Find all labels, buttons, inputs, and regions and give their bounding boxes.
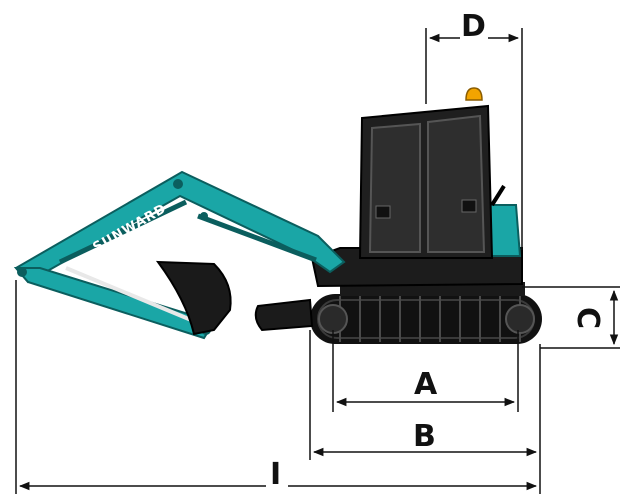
operator-cab bbox=[358, 104, 494, 259]
dimension-D-label: D bbox=[461, 9, 486, 44]
dimension-I-label: I bbox=[270, 457, 281, 492]
dimension-B-label: B bbox=[413, 419, 436, 454]
dimension-A-label: A bbox=[414, 367, 438, 402]
crawler-track bbox=[310, 294, 542, 344]
dimension-C-label: C bbox=[570, 307, 605, 329]
dozer-blade bbox=[254, 298, 314, 332]
exhaust-pipe bbox=[490, 184, 506, 207]
bucket bbox=[155, 260, 232, 336]
beacon-light bbox=[465, 87, 483, 101]
excavator: SUNWARD bbox=[13, 87, 542, 344]
